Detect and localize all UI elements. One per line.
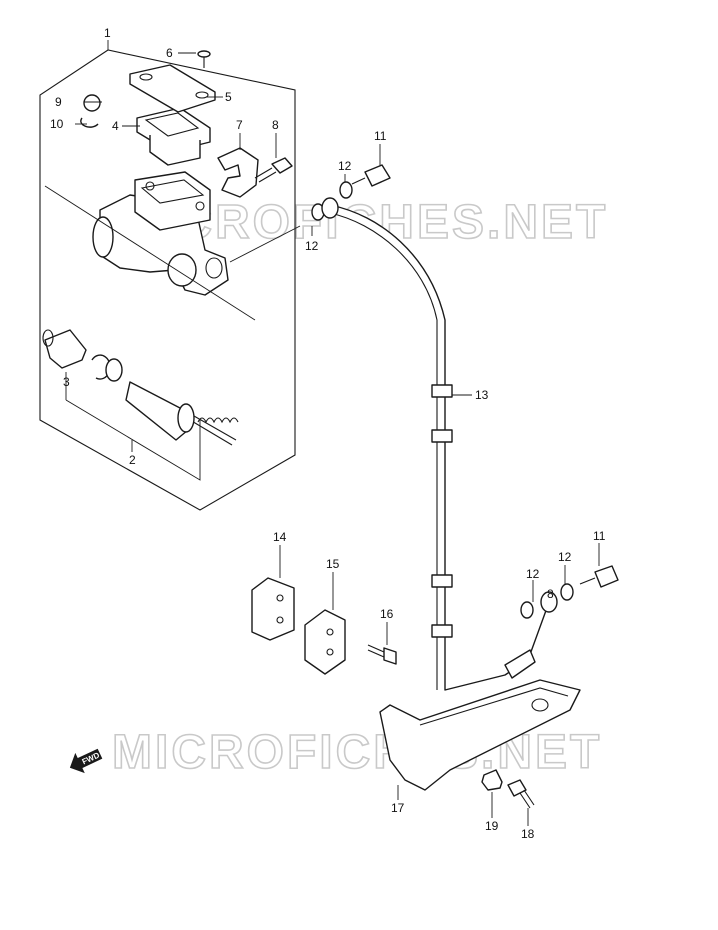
watermark-bottom: MICROFICHES.NET — [112, 726, 602, 779]
clutch-hose — [329, 204, 549, 691]
reservoir-cap — [129, 64, 216, 113]
callout-8-bottom: 8 — [547, 587, 554, 601]
union-bolt-bottom — [579, 565, 619, 588]
callout-19: 19 — [485, 819, 499, 833]
guard-collar — [481, 769, 503, 791]
callout-12-bottom-b: 12 — [526, 567, 540, 581]
slave-cylinder-guard — [379, 679, 581, 791]
hose-eye-top — [321, 197, 339, 219]
cap-screw — [197, 50, 211, 68]
piston-washer — [105, 358, 123, 382]
callout-17: 17 — [391, 801, 405, 815]
callout-10: 10 — [50, 117, 64, 131]
retaining-clip — [80, 117, 99, 128]
callout-13: 13 — [475, 388, 489, 402]
master-cylinder-body — [92, 171, 229, 296]
callout-16: 16 — [380, 607, 394, 621]
guard-bolt — [507, 779, 535, 809]
callout-12-top-b: 12 — [305, 239, 319, 253]
hose-clamp-a — [251, 577, 295, 641]
piston-boot — [42, 329, 87, 369]
callout-7: 7 — [236, 118, 243, 132]
callout-3: 3 — [63, 375, 70, 389]
callout-9: 9 — [55, 95, 62, 109]
float-plate — [83, 94, 101, 112]
callout-labels: 1 2 3 4 5 6 7 8 8 9 10 11 11 12 12 12 12… — [50, 26, 606, 841]
hose-eye-bottom — [540, 591, 558, 613]
clamp-bolt — [367, 644, 397, 665]
leader-lines — [44, 40, 600, 826]
callout-2: 2 — [129, 453, 136, 467]
callout-11-bottom: 11 — [593, 529, 606, 543]
callout-14: 14 — [273, 530, 287, 544]
callout-6: 6 — [166, 46, 173, 60]
callout-8-top: 8 — [272, 118, 279, 132]
callout-4: 4 — [112, 119, 119, 133]
callout-1: 1 — [104, 26, 111, 40]
callout-11-top: 11 — [374, 129, 387, 143]
fwd-arrow-icon: FWD — [69, 748, 103, 774]
fwd-label: FWD — [81, 751, 102, 767]
callout-12-bottom-a: 12 — [558, 550, 572, 564]
washer-top-a — [339, 181, 353, 199]
callout-15: 15 — [326, 557, 340, 571]
reservoir-diaphragm — [136, 107, 211, 166]
washer-bottom-b — [520, 601, 534, 619]
callout-18: 18 — [521, 827, 535, 841]
master-cylinder-holder — [217, 147, 259, 198]
union-bolt-top — [351, 164, 391, 187]
washer-bottom-a — [560, 583, 574, 601]
callout-12-top-a: 12 — [338, 159, 352, 173]
assembly-outline — [39, 49, 296, 511]
callout-5: 5 — [225, 90, 232, 104]
hose-clamp-b — [304, 609, 346, 675]
holder-bolt — [254, 157, 293, 183]
piston-assembly — [125, 381, 239, 446]
